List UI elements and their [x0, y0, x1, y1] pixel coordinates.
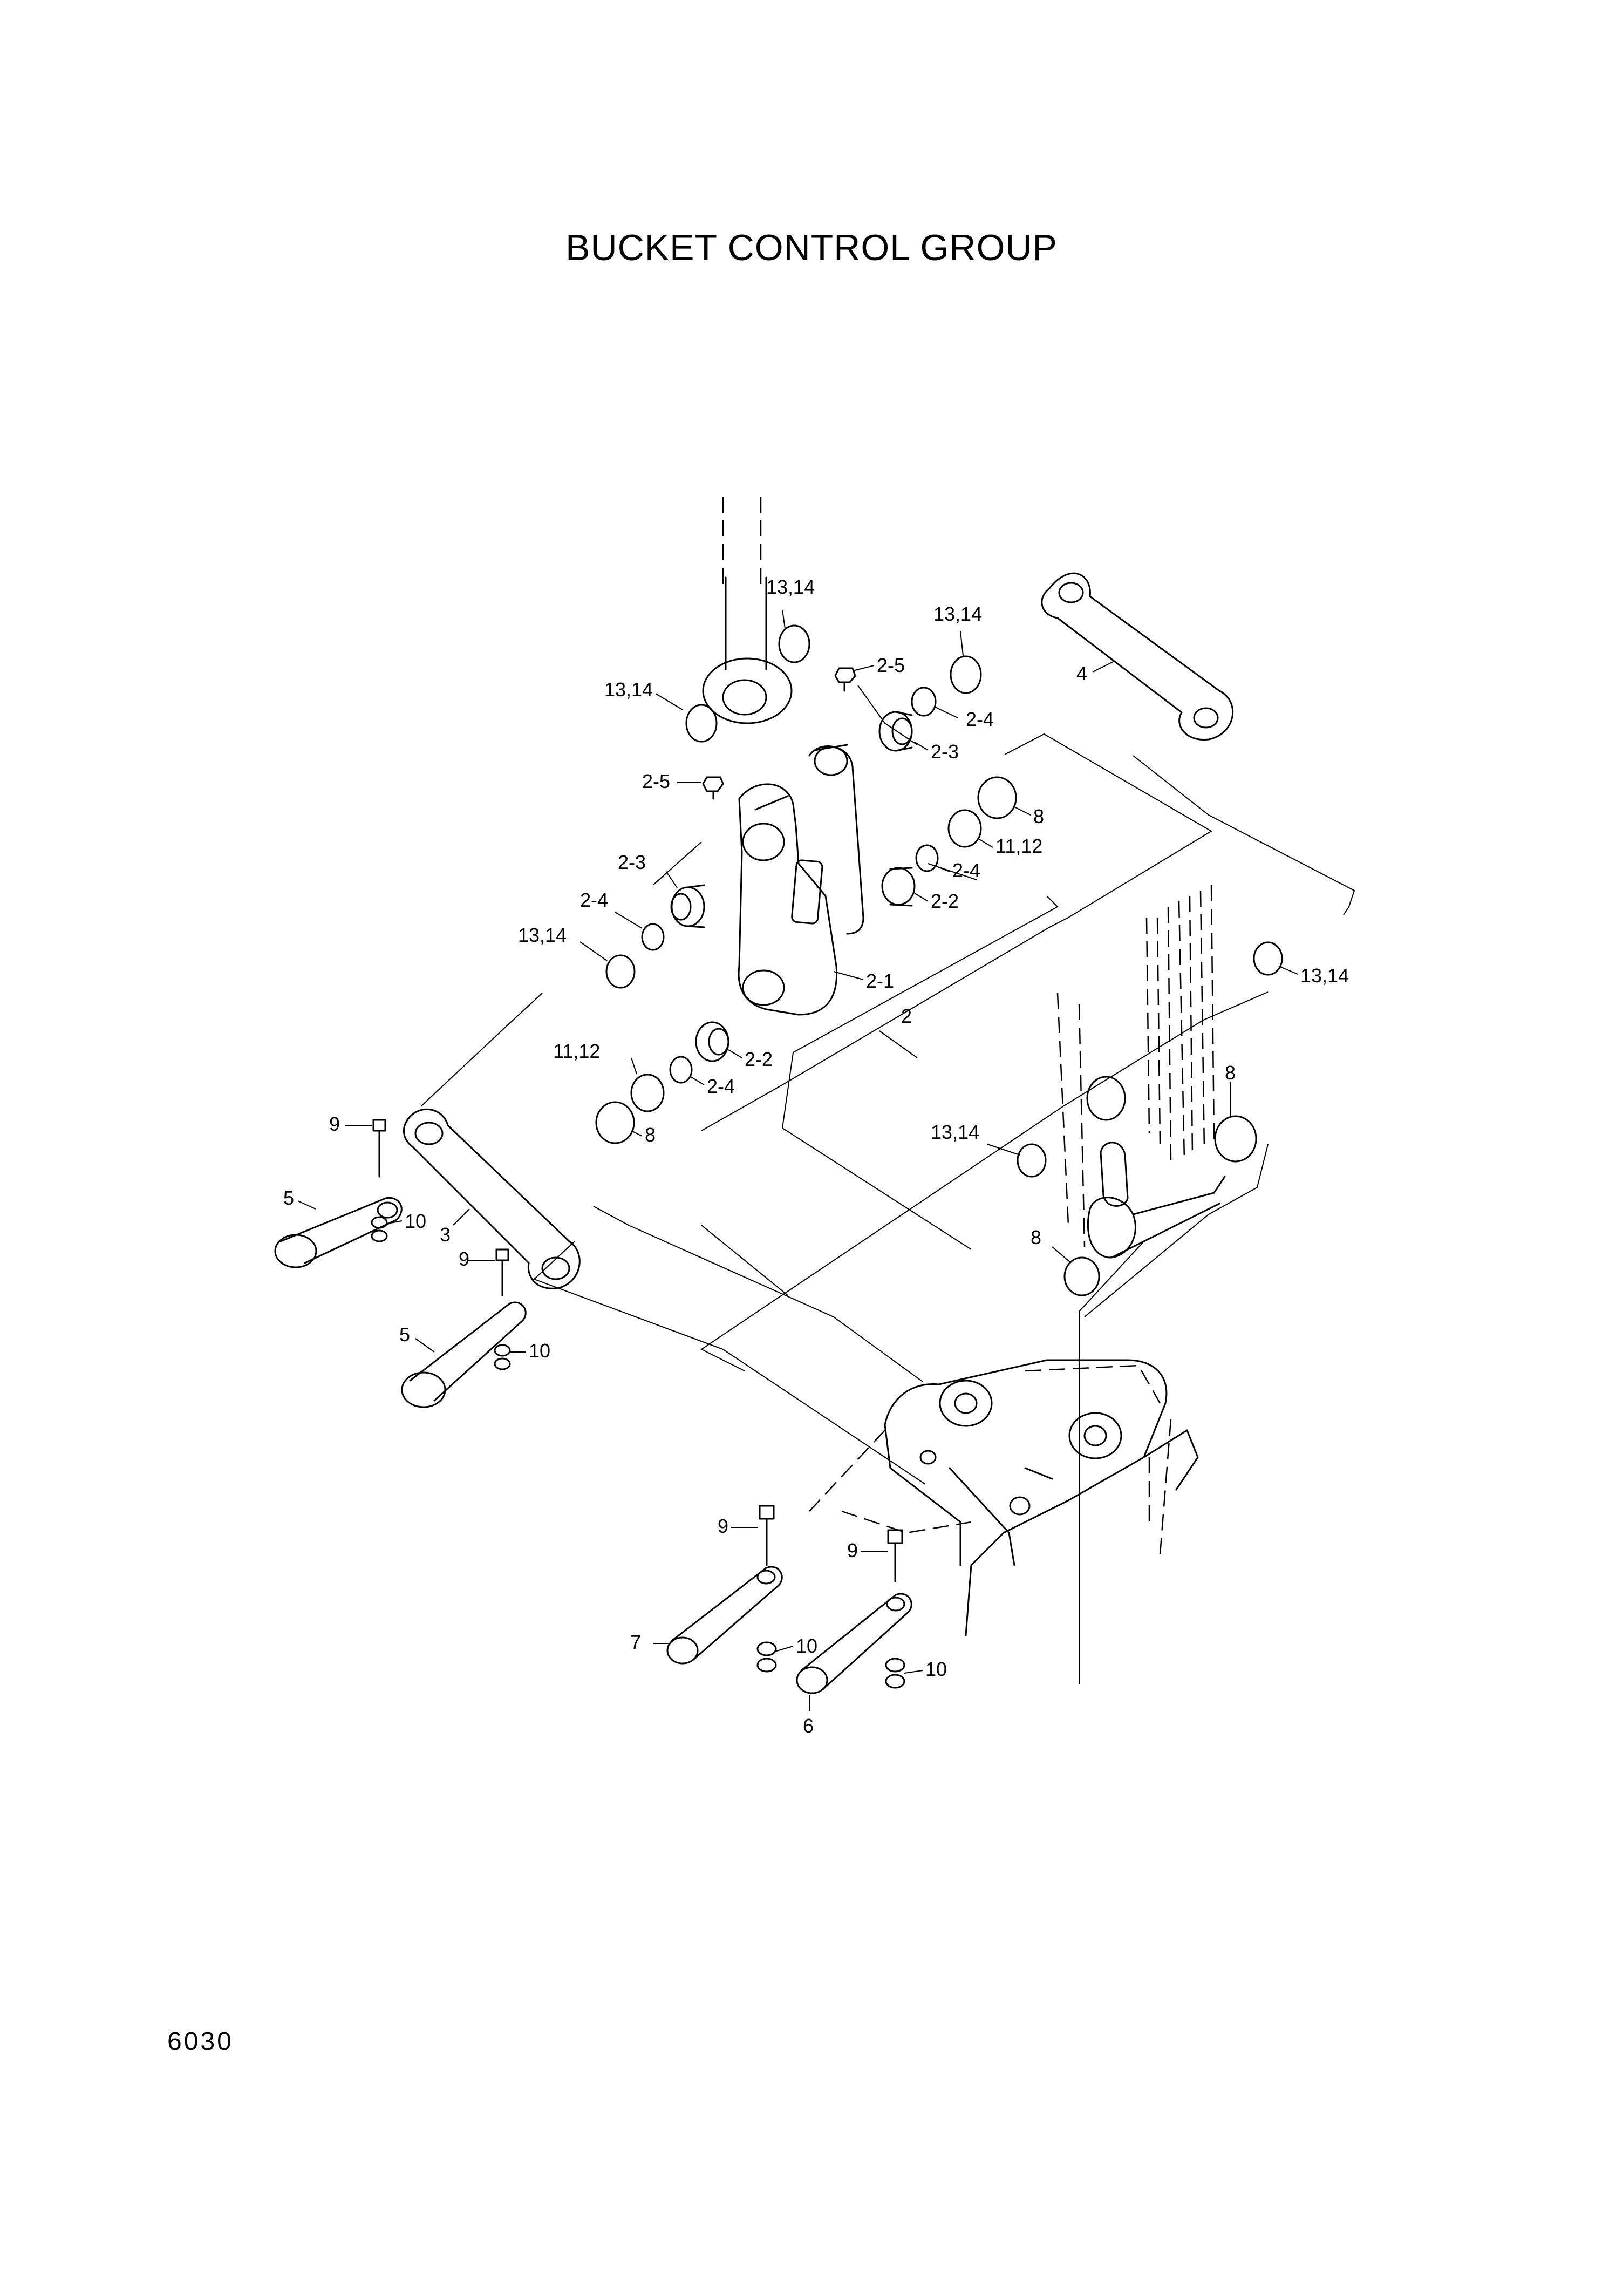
- callout-3: 3: [440, 1224, 451, 1246]
- callout-5: 5: [283, 1187, 294, 1209]
- callout-2-4: 2-4: [952, 859, 980, 881]
- bucket-bracket: [809, 1359, 1199, 1636]
- bolts-and-nuts: [371, 1119, 905, 1689]
- callout-7: 7: [630, 1631, 641, 1653]
- callout-2-4: 2-4: [966, 708, 994, 730]
- pin-5-upper: [274, 1197, 403, 1268]
- pin-5-lower: [401, 1301, 527, 1408]
- callout-labels: 13,14 13,14 13,14 2-5 4 2-4 2-3 2-5 8 11…: [283, 576, 1349, 1737]
- callout-2-5: 2-5: [877, 654, 905, 676]
- callout-8: 8: [1033, 805, 1044, 827]
- callout-9: 9: [459, 1248, 469, 1270]
- callout-10: 10: [405, 1210, 426, 1232]
- grease-fitting: [834, 667, 856, 692]
- callout-8: 8: [1225, 1062, 1236, 1084]
- page-code: 6030: [167, 2027, 234, 2056]
- callout-leaders: [297, 609, 1298, 1711]
- callout-11-12: 11,12: [553, 1040, 600, 1062]
- callout-13-14: 13,14: [931, 1121, 979, 1143]
- callout-2-5: 2-5: [642, 770, 670, 792]
- callout-4: 4: [1076, 662, 1087, 684]
- callout-2-3: 2-3: [618, 851, 646, 873]
- assembly-guide-lines: [420, 685, 1355, 1684]
- callout-10: 10: [925, 1658, 947, 1680]
- callout-2-4: 2-4: [580, 889, 608, 911]
- arm-phantom: [1056, 885, 1226, 1259]
- callout-13-14: 13,14: [1300, 964, 1349, 987]
- callout-13-14: 13,14: [933, 603, 982, 625]
- callout-6: 6: [803, 1715, 814, 1737]
- callout-13-14: 13,14: [766, 576, 815, 598]
- pin-7: [666, 1566, 783, 1665]
- small-parts: [595, 624, 1283, 1296]
- callout-13-14: 13,14: [518, 924, 567, 946]
- callout-9: 9: [329, 1113, 340, 1135]
- callout-10: 10: [796, 1635, 817, 1657]
- page-title: BUCKET CONTROL GROUP: [565, 227, 1058, 268]
- callout-9: 9: [718, 1515, 728, 1537]
- callout-13-14: 13,14: [604, 678, 653, 701]
- callout-2-2: 2-2: [745, 1048, 773, 1070]
- callout-10: 10: [529, 1340, 550, 1362]
- callout-8: 8: [1031, 1226, 1041, 1248]
- callout-9: 9: [847, 1539, 858, 1561]
- callout-2-2: 2-2: [931, 890, 959, 912]
- guide-link-2-1: [738, 744, 864, 1016]
- callout-2-1: 2-1: [866, 970, 894, 992]
- link-3: [403, 1108, 581, 1289]
- callout-2: 2: [901, 1005, 912, 1027]
- bucket-cylinder-phantom: [702, 497, 793, 724]
- link-4: [1041, 572, 1234, 741]
- callout-5: 5: [399, 1323, 410, 1346]
- callout-2-4: 2-4: [707, 1075, 735, 1097]
- grease-fitting: [702, 776, 724, 800]
- pin-6: [796, 1593, 912, 1694]
- callout-8: 8: [645, 1124, 656, 1146]
- callout-2-3: 2-3: [931, 741, 959, 763]
- callout-11-12: 11,12: [995, 835, 1042, 857]
